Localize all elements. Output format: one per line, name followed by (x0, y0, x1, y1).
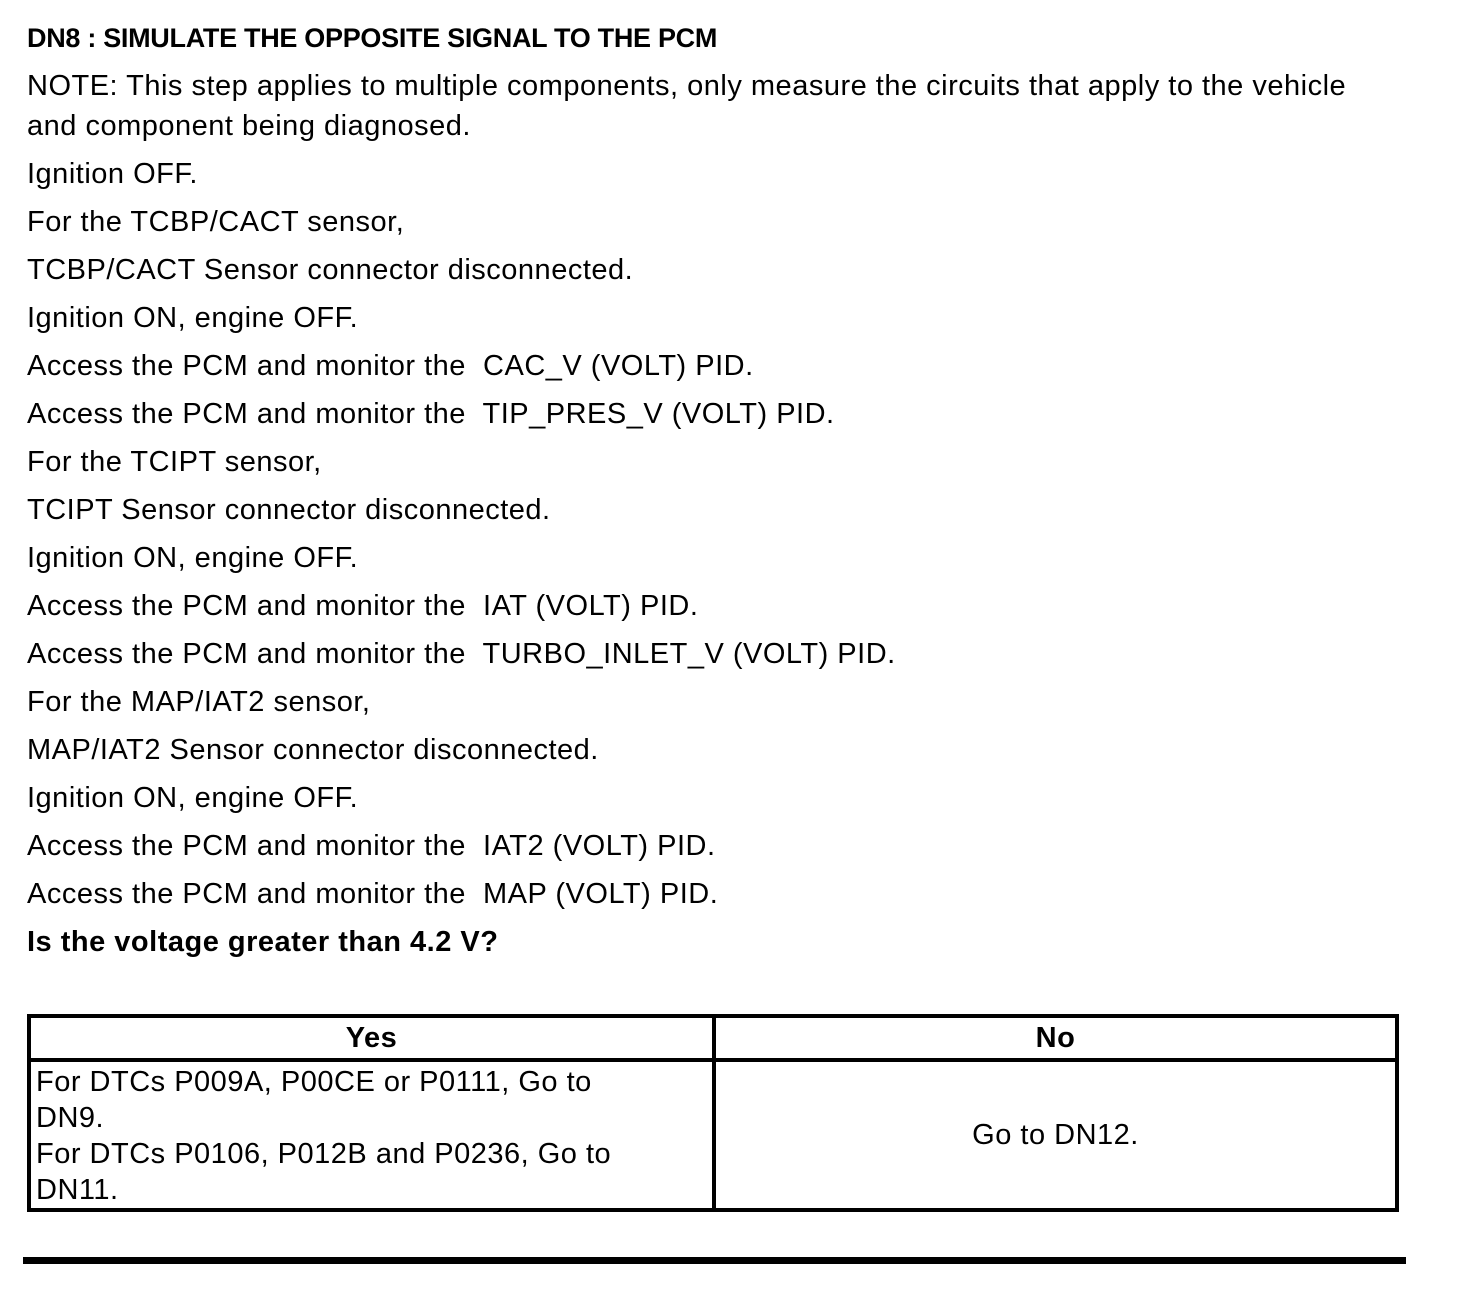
decision-table: Yes No For DTCs P009A, P00CE or P0111, G… (27, 1014, 1399, 1212)
step-line: For the TCBP/CACT sensor, (27, 206, 405, 238)
step-line: TCBP/CACT Sensor connector disconnected. (27, 254, 634, 286)
no-action-cell: Go to DN12. (972, 1118, 1139, 1151)
step-line: Access the PCM and monitor the IAT2 (VOL… (27, 830, 716, 862)
step-line: For the TCIPT sensor, (27, 446, 322, 478)
yes-action-line: DN11. (36, 1174, 119, 1206)
no-column-header: No (1035, 1021, 1076, 1054)
step-line: Access the PCM and monitor the CAC_V (VO… (27, 350, 754, 382)
yes-action-line: DN9. (36, 1102, 105, 1134)
horizontal-divider (23, 1257, 1406, 1264)
decision-table-body-row: For DTCs P009A, P00CE or P0111, Go to DN… (31, 1062, 1395, 1208)
step-line: Ignition OFF. (27, 158, 198, 190)
step-line: MAP/IAT2 Sensor connector disconnected. (27, 734, 599, 766)
yes-action-line: For DTCs P0106, P012B and P0236, Go to (36, 1138, 612, 1170)
yes-column-header: Yes (31, 1018, 716, 1058)
step-line: Ignition ON, engine OFF. (27, 782, 359, 814)
step-line: Ignition ON, engine OFF. (27, 542, 359, 574)
yes-action-cell: For DTCs P009A, P00CE or P0111, Go to DN… (31, 1062, 716, 1208)
step-line: Access the PCM and monitor the TIP_PRES_… (27, 398, 835, 430)
decision-table-header-row: Yes No (31, 1018, 1395, 1062)
step-line: TCIPT Sensor connector disconnected. (27, 494, 551, 526)
step-line: For the MAP/IAT2 sensor, (27, 686, 371, 718)
step-line: Access the PCM and monitor the IAT (VOLT… (27, 590, 699, 622)
step-line: Access the PCM and monitor the TURBO_INL… (27, 638, 896, 670)
step-line: Ignition ON, engine OFF. (27, 302, 359, 334)
step-line: Access the PCM and monitor the MAP (VOLT… (27, 878, 719, 910)
question-text: Is the voltage greater than 4.2 V? (27, 926, 499, 958)
note-paragraph: NOTE: This step applies to multiple comp… (27, 70, 1355, 142)
yes-action-line: For DTCs P009A, P00CE or P0111, Go to (36, 1066, 592, 1098)
section-heading: DN8 : SIMULATE THE OPPOSITE SIGNAL TO TH… (27, 23, 718, 53)
